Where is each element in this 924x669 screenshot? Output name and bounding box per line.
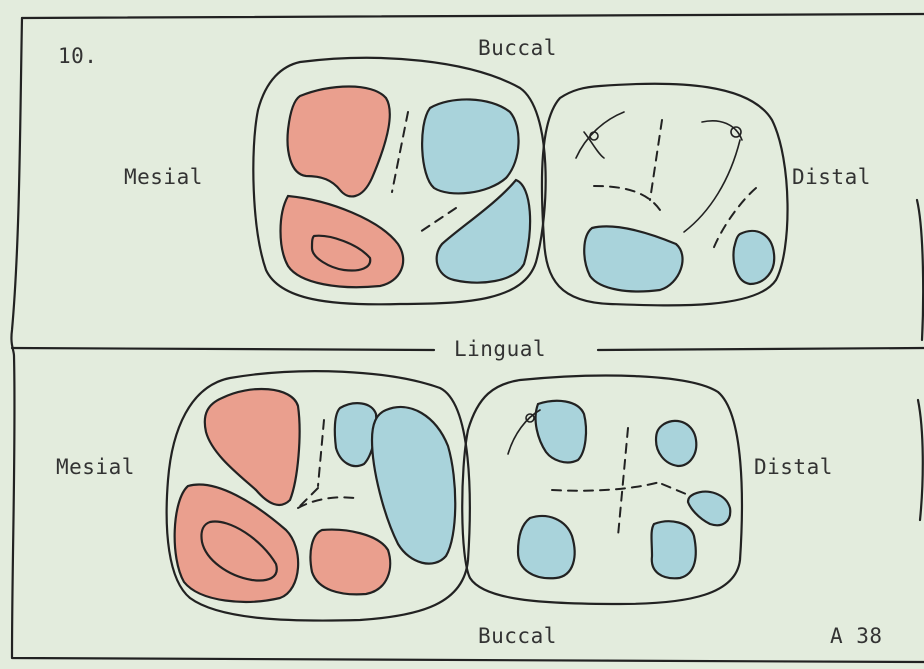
lower-mesial-contact-5 xyxy=(372,407,455,564)
upper-distal-groove-2 xyxy=(594,186,660,210)
frame-right-edge-lower xyxy=(918,400,923,520)
lower-distal-contact-2 xyxy=(656,421,696,466)
lower-mesial-contact-4 xyxy=(335,403,377,466)
upper-mesial-contact-3 xyxy=(422,99,518,193)
lower-mesial-contact-3 xyxy=(310,530,390,595)
upper-distal-cusp-line-4 xyxy=(684,140,740,232)
plate-id: A 38 xyxy=(830,624,883,648)
frame-top-line xyxy=(22,14,924,18)
upper-bottom-label: Lingual xyxy=(444,337,556,361)
lower-right-label: Distal xyxy=(754,455,833,479)
upper-mesial-groove-1 xyxy=(392,112,408,192)
upper-distal-cusp-tip-2 xyxy=(731,127,741,137)
lower-distal-contact-1 xyxy=(536,401,586,463)
figure-number: 10. xyxy=(58,44,97,68)
upper-mesial-contact-2 xyxy=(281,196,404,287)
panel-divider-left xyxy=(12,348,434,350)
lower-distal-groove-2 xyxy=(552,482,660,491)
lower-distal-contact-5 xyxy=(652,521,696,578)
upper-distal-contact-1 xyxy=(584,226,682,291)
frame-right-edge xyxy=(917,200,923,340)
upper-mesial-contact-4 xyxy=(437,180,530,283)
upper-distal-contact-2 xyxy=(734,231,775,284)
lower-distal-groove-1 xyxy=(618,428,628,536)
panel-divider-right xyxy=(598,348,924,350)
lower-left-label: Mesial xyxy=(56,455,135,479)
upper-mesial-groove-2 xyxy=(420,208,456,232)
upper-distal-groove-1 xyxy=(650,120,662,200)
upper-right-label: Distal xyxy=(792,165,871,189)
upper-distal-cusp-line-2 xyxy=(584,132,604,158)
lower-bottom-label: Buccal xyxy=(478,624,557,648)
upper-mesial-contact-1 xyxy=(288,87,390,197)
lower-mesial-groove-1 xyxy=(318,420,324,486)
upper-distal-cusp-line-1 xyxy=(576,112,624,158)
upper-left-label: Mesial xyxy=(124,165,203,189)
lower-distal-contact-3 xyxy=(688,492,730,526)
lower-distal-contact-4 xyxy=(518,516,575,578)
upper-top-label: Buccal xyxy=(478,36,557,60)
lower-distal-groove-3 xyxy=(662,484,686,494)
